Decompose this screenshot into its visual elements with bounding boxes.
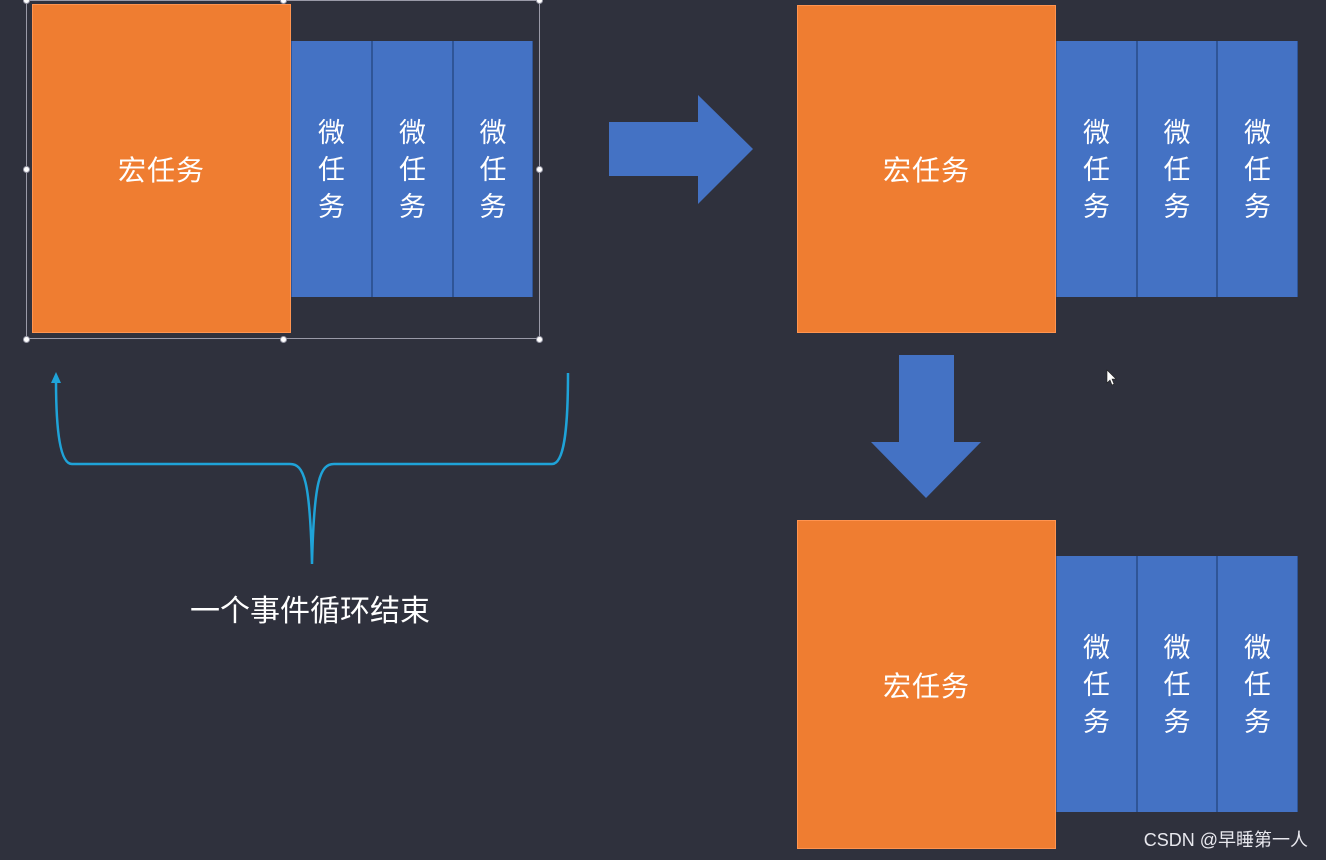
down-arrow-icon	[871, 355, 981, 498]
right-arrow-icon	[609, 95, 753, 204]
brace-arrowhead-icon	[51, 372, 61, 383]
curly-brace-icon	[56, 373, 568, 564]
brace-caption: 一个事件循环结束	[150, 586, 470, 630]
watermark: CSDN @早睡第一人	[1144, 826, 1308, 852]
mouse-cursor-icon	[1107, 370, 1116, 385]
